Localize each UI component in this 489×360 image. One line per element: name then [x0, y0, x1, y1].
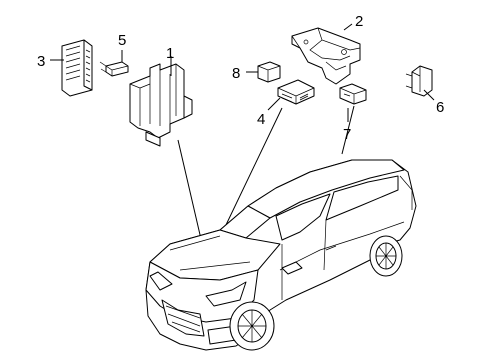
leader-line-7-car [341, 105, 355, 155]
callout-5: 5 [118, 32, 126, 49]
car-illustration [145, 159, 417, 351]
leader-line-2 [343, 23, 353, 31]
part-4-module [277, 79, 315, 105]
part-2-bracket [291, 27, 361, 85]
part-1-fuse-box [129, 63, 193, 147]
leader-line-6 [423, 89, 435, 101]
part-8-relay [257, 61, 281, 83]
callout-6: 6 [436, 99, 444, 116]
part-7-connector [339, 83, 367, 105]
callout-8: 8 [232, 65, 240, 82]
callout-3: 3 [37, 53, 45, 70]
callout-2: 2 [355, 13, 363, 30]
leader-line-1-car [177, 139, 205, 253]
part-5-fuse [99, 61, 129, 77]
leader-line-4 [267, 97, 281, 111]
callout-4: 4 [257, 111, 265, 128]
callout-1: 1 [166, 45, 174, 62]
part-6-clip [405, 65, 433, 97]
part-3-relay-panel [61, 39, 93, 97]
